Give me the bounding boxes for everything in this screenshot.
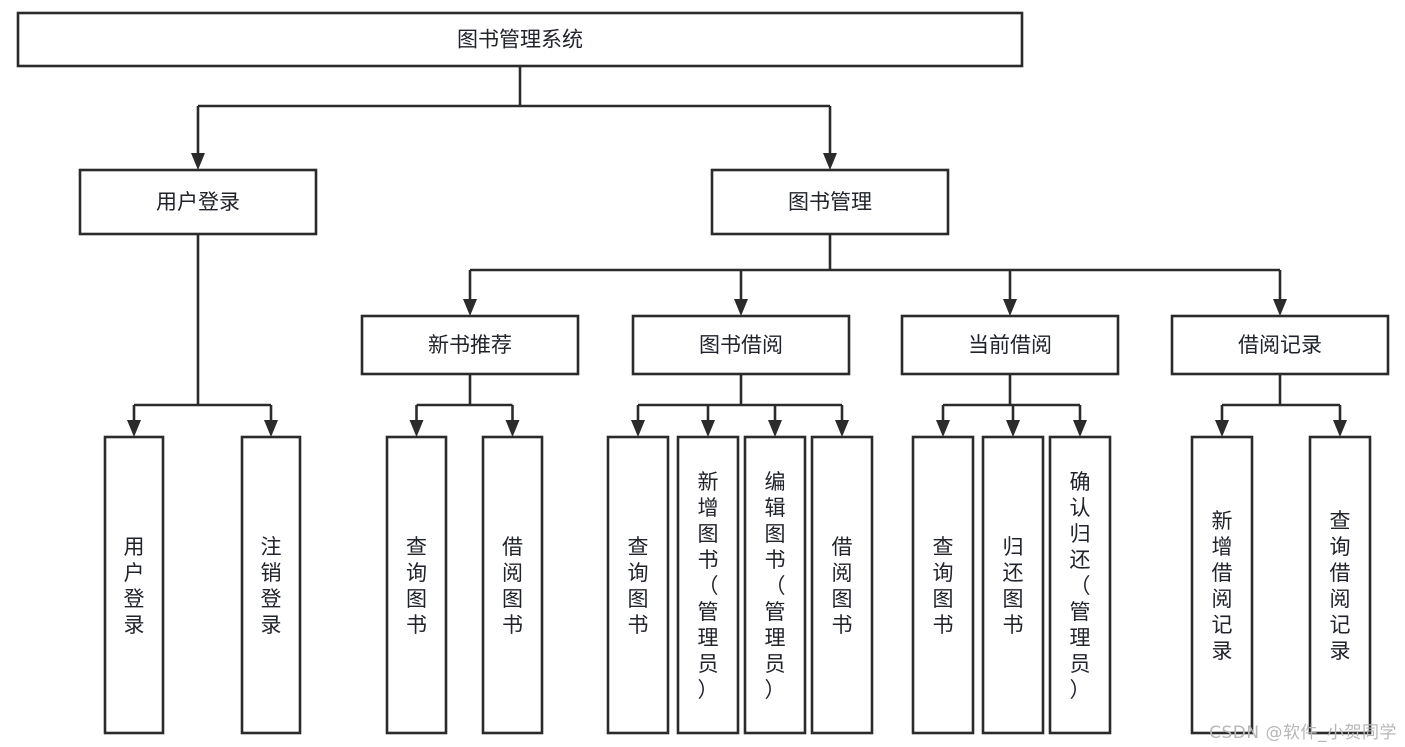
arrow-head-icon — [463, 299, 477, 316]
node-box — [385, 435, 448, 735]
arrow-head-icon — [1003, 299, 1017, 316]
arrow-head-icon — [1273, 299, 1287, 316]
node-label: 图书管理系统 — [457, 28, 583, 52]
arrow-head-icon — [1333, 420, 1347, 437]
arrow-head-icon — [835, 420, 849, 437]
node-borrow-record[interactable]: 借阅记录 — [1170, 314, 1390, 376]
node-label: 借阅记录 — [1238, 333, 1322, 357]
node-label: 查询图书 — [406, 535, 427, 637]
node-label: 注销登录 — [261, 535, 282, 637]
node-label: 归还图书 — [1003, 535, 1024, 637]
node-box — [78, 168, 318, 236]
node-box — [911, 435, 975, 735]
node-leaf-add-borrow-record[interactable]: 新增借阅记录 — [1190, 435, 1254, 735]
node-box — [1170, 314, 1390, 376]
arrow-head-icon — [631, 420, 645, 437]
node-box — [103, 435, 165, 735]
node-leaf-confirm-return[interactable]: 确认归还（管理员） — [1048, 435, 1112, 735]
arrow-head-icon — [936, 420, 950, 437]
edge-layer — [127, 66, 1347, 437]
csdn-watermark: CSDN @软件_小贺同学 — [1209, 723, 1397, 743]
node-leaf-query-book-borrow[interactable]: 查询图书 — [606, 435, 670, 735]
node-box — [16, 11, 1024, 68]
node-label: 新增图书（管理员） — [698, 470, 719, 702]
node-box — [810, 435, 874, 735]
node-box — [606, 435, 670, 735]
node-box — [1190, 435, 1254, 735]
arrow-head-icon — [191, 153, 205, 170]
node-label: 新书推荐 — [428, 333, 512, 357]
node-label: 确认归还（管理员） — [1070, 470, 1091, 702]
node-user-login[interactable]: 用户登录 — [78, 168, 318, 236]
node-box — [676, 435, 740, 735]
arrow-head-icon — [1215, 420, 1229, 437]
node-label: 查询借阅记录 — [1330, 509, 1351, 663]
node-label: 查询图书 — [628, 535, 649, 637]
node-box — [1308, 435, 1372, 735]
node-leaf-return-book[interactable]: 归还图书 — [981, 435, 1045, 735]
node-leaf-add-book[interactable]: 新增图书（管理员） — [676, 435, 740, 735]
node-box — [240, 435, 302, 735]
arrow-head-icon — [734, 299, 748, 316]
node-book-borrow[interactable]: 图书借阅 — [631, 314, 851, 376]
node-label: 借阅图书 — [832, 535, 853, 637]
node-label: 新增借阅记录 — [1212, 509, 1233, 663]
node-box — [631, 314, 851, 376]
node-new-book-recommend[interactable]: 新书推荐 — [360, 314, 580, 376]
arrow-head-icon — [823, 153, 837, 170]
node-leaf-logout[interactable]: 注销登录 — [240, 435, 302, 735]
node-leaf-query-book-recommend[interactable]: 查询图书 — [385, 435, 448, 735]
node-label: 图书管理 — [788, 190, 872, 214]
node-leaf-edit-book[interactable]: 编辑图书（管理员） — [743, 435, 807, 735]
arrow-head-icon — [1006, 420, 1020, 437]
arrow-head-icon — [409, 420, 424, 437]
node-label: 当前借阅 — [968, 333, 1052, 357]
node-current-borrow[interactable]: 当前借阅 — [900, 314, 1120, 376]
node-layer: 图书管理系统用户登录图书管理新书推荐图书借阅当前借阅借阅记录用户登录注销登录查询… — [16, 11, 1390, 735]
node-leaf-borrow-book-recommend[interactable]: 借阅图书 — [481, 435, 544, 735]
node-label: 用户登录 — [124, 535, 145, 637]
arrow-head-icon — [127, 420, 141, 437]
node-book-management[interactable]: 图书管理 — [710, 168, 950, 236]
arrow-head-icon — [264, 420, 278, 437]
arrow-head-icon — [768, 420, 782, 437]
node-box — [900, 314, 1120, 376]
node-leaf-query-borrow-record[interactable]: 查询借阅记录 — [1308, 435, 1372, 735]
node-box — [743, 435, 807, 735]
node-label: 借阅图书 — [502, 535, 523, 637]
arrow-head-icon — [1073, 420, 1087, 437]
arrow-head-icon — [505, 420, 520, 437]
node-label: 图书借阅 — [699, 333, 783, 357]
node-root[interactable]: 图书管理系统 — [16, 11, 1024, 68]
node-label: 查询图书 — [933, 535, 954, 637]
node-box — [981, 435, 1045, 735]
node-box — [1048, 435, 1112, 735]
node-box — [481, 435, 544, 735]
node-leaf-query-book-current[interactable]: 查询图书 — [911, 435, 975, 735]
node-leaf-borrow-book[interactable]: 借阅图书 — [810, 435, 874, 735]
node-box — [360, 314, 580, 376]
node-leaf-user-login[interactable]: 用户登录 — [103, 435, 165, 735]
node-label: 用户登录 — [156, 190, 240, 214]
node-box — [710, 168, 950, 236]
arrow-head-icon — [701, 420, 715, 437]
node-label: 编辑图书（管理员） — [765, 470, 786, 702]
